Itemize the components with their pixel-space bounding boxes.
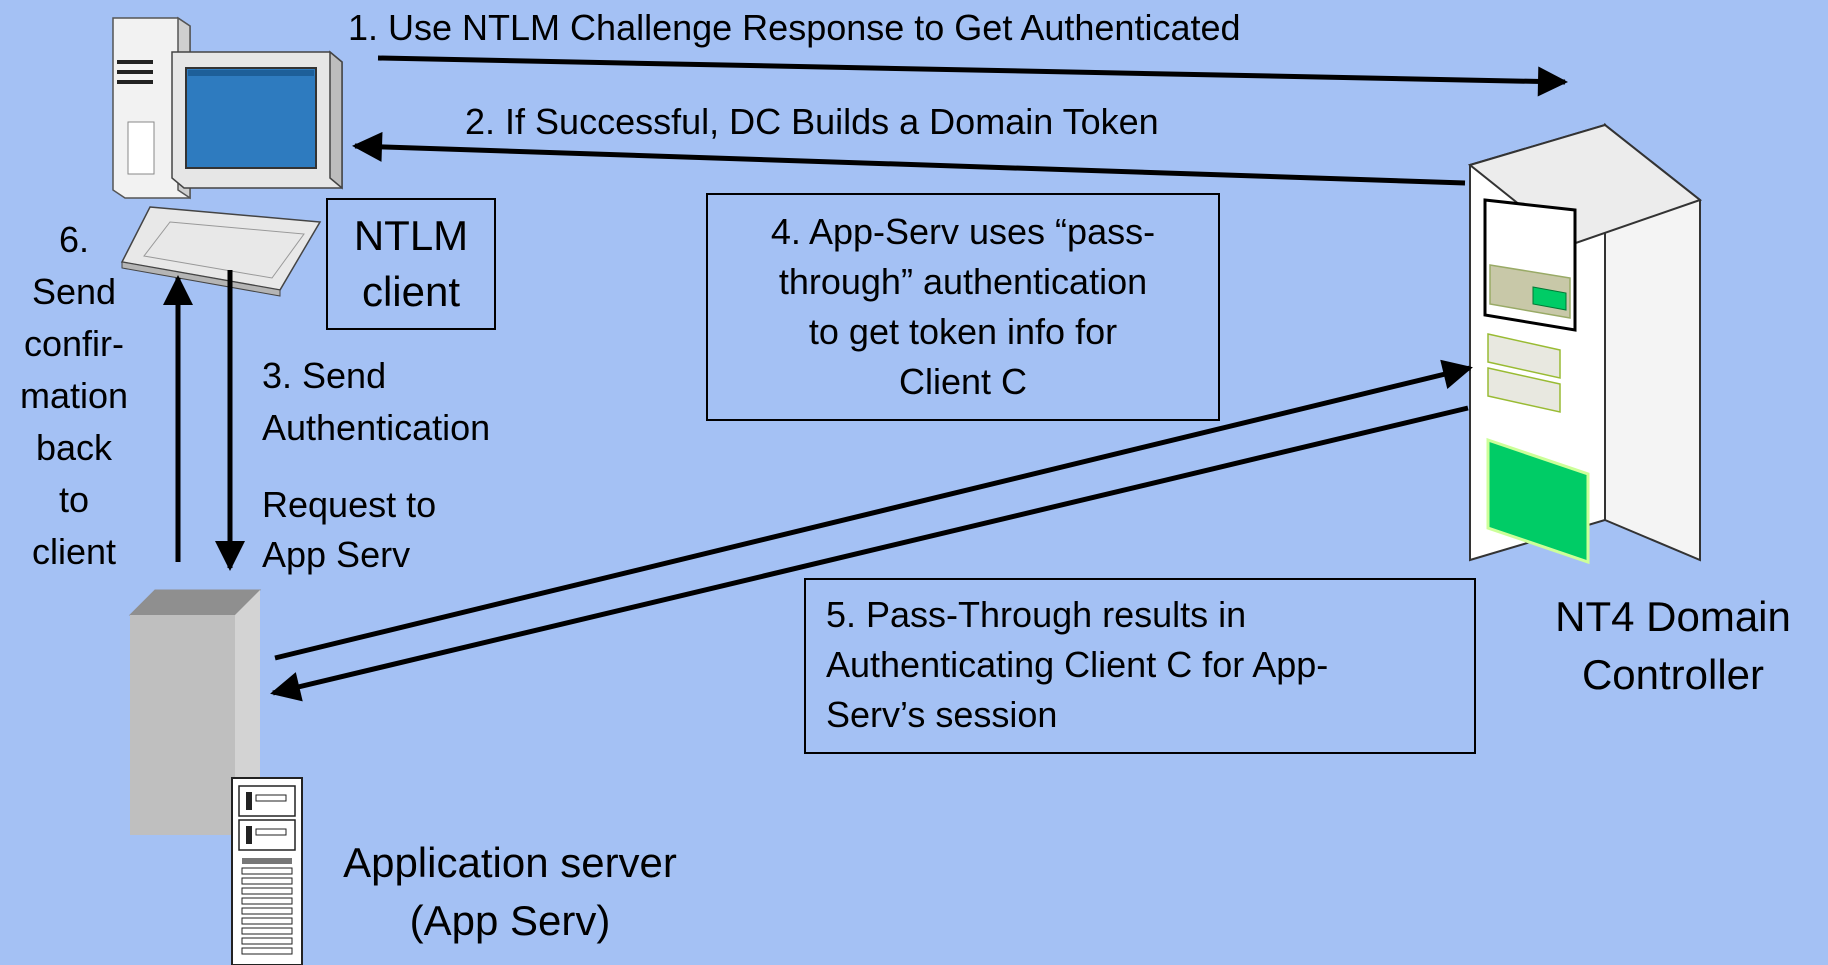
step4-box: 4. App-Serv uses “pass- through” authent… bbox=[706, 193, 1220, 421]
domain-controller-label: NT4 Domain Controller bbox=[1555, 593, 1791, 698]
step5-box: 5. Pass-Through results in Authenticatin… bbox=[804, 578, 1476, 754]
step2-label: 2. If Successful, DC Builds a Domain Tok… bbox=[465, 101, 1159, 142]
ntlm-client-box: NTLM client bbox=[326, 198, 496, 330]
server-rack-icon bbox=[231, 777, 303, 965]
arrow-step4 bbox=[274, 359, 1473, 661]
step6-label: 6. Send confir- mation back to client bbox=[19, 219, 129, 572]
client-computer-icon bbox=[112, 16, 343, 297]
step1-label: 1. Use NTLM Challenge Response to Get Au… bbox=[348, 7, 1241, 48]
step3-continued-label: Request to App Serv bbox=[262, 484, 437, 575]
arrow-step2 bbox=[352, 131, 1466, 186]
domain-controller-icon bbox=[1467, 122, 1703, 565]
arrow-step5 bbox=[270, 405, 1469, 702]
application-server-label: Application server (App Serv) bbox=[343, 839, 677, 944]
step3-label: 3. Send Authentication bbox=[262, 355, 491, 448]
application-server-icon bbox=[128, 589, 262, 835]
arrow-step1 bbox=[377, 55, 1568, 97]
